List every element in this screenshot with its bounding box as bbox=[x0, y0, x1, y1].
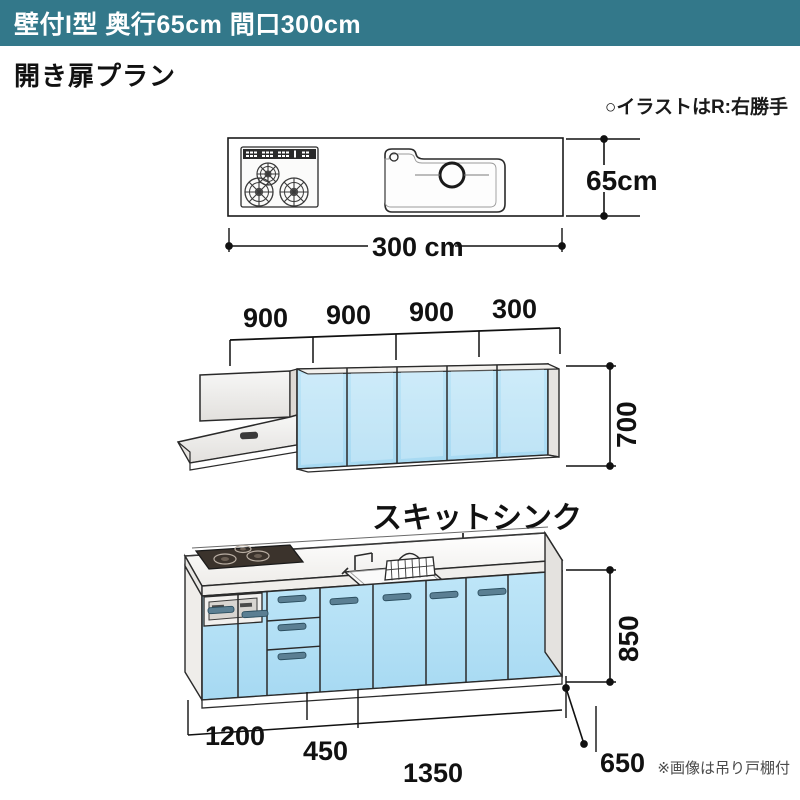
base-cooktop bbox=[194, 544, 305, 570]
dim-plan-depth: 65cm bbox=[566, 135, 658, 220]
handedness-note: ○イラストはR:右勝手 bbox=[604, 97, 788, 118]
handle-drawer-2[interactable] bbox=[277, 622, 307, 632]
dim-label-1350: 1350 bbox=[403, 758, 463, 788]
dim-label-depth: 65cm bbox=[586, 165, 658, 196]
handle-door-5[interactable] bbox=[429, 590, 459, 600]
wall-cabinet-doors bbox=[296, 362, 560, 473]
handle-door-3[interactable] bbox=[329, 596, 359, 606]
dim-label-450: 450 bbox=[303, 736, 348, 766]
handle-door-4[interactable] bbox=[382, 592, 412, 602]
wall-door-dividers bbox=[346, 365, 498, 467]
dish-basket bbox=[384, 552, 436, 581]
base-toe-kick bbox=[201, 675, 563, 709]
page-title: 壁付I型 奥行65cm 間口300cm bbox=[14, 11, 362, 39]
base-door-dividers bbox=[237, 574, 509, 698]
burner-front-left bbox=[244, 177, 274, 207]
header-bar: 壁付I型 奥行65cm 間口300cm bbox=[0, 0, 800, 46]
base-handles bbox=[207, 587, 507, 661]
dim-base-bottom: 1200 450 1350 650 bbox=[187, 676, 645, 788]
wall-cabinet-bottom bbox=[296, 454, 560, 473]
dim-seg-1: 900 bbox=[243, 303, 288, 333]
dim-plan-width: 300 cm bbox=[225, 228, 566, 262]
range-hood bbox=[176, 368, 298, 471]
dim-wall-height: 700 bbox=[566, 362, 642, 470]
handle-drawer-3[interactable] bbox=[277, 651, 307, 661]
handle-door-2[interactable] bbox=[241, 609, 269, 619]
dim-seg-3: 900 bbox=[409, 297, 454, 327]
dim-base-height: 850 bbox=[566, 566, 644, 686]
plan-gas-cooktop bbox=[240, 146, 319, 208]
hood-switch[interactable] bbox=[240, 431, 259, 440]
wall-cabinet-side bbox=[547, 362, 560, 458]
handle-drawer-1[interactable] bbox=[277, 594, 307, 604]
sink-callout-label: スキットシンク bbox=[372, 502, 582, 535]
burner-front-right bbox=[279, 177, 309, 207]
dim-label-width: 300 cm bbox=[372, 232, 464, 262]
dim-wall-segments: 900 900 900 300 bbox=[229, 294, 561, 366]
handle-door-1[interactable] bbox=[207, 605, 235, 615]
wall-cabinet-top bbox=[296, 363, 560, 375]
image-footnote: ※画像は吊り戸棚付 bbox=[657, 760, 790, 777]
dim-label-1200: 1200 bbox=[205, 721, 265, 751]
handle-door-6[interactable] bbox=[477, 587, 507, 597]
sink-faucet[interactable] bbox=[341, 552, 373, 575]
dim-label-base-height: 850 bbox=[613, 615, 644, 662]
dim-label-wall-height: 700 bbox=[611, 401, 642, 448]
dim-label-650: 650 bbox=[600, 748, 645, 778]
dim-seg-4: 300 bbox=[492, 294, 537, 324]
drawer-stack bbox=[266, 616, 321, 651]
plan-sink-basin bbox=[384, 148, 506, 213]
burner-rear bbox=[256, 162, 280, 186]
dim-seg-2: 900 bbox=[326, 300, 371, 330]
sink-faucet-hole bbox=[389, 152, 399, 162]
plan-subtitle: 開き扉プラン bbox=[14, 61, 177, 91]
